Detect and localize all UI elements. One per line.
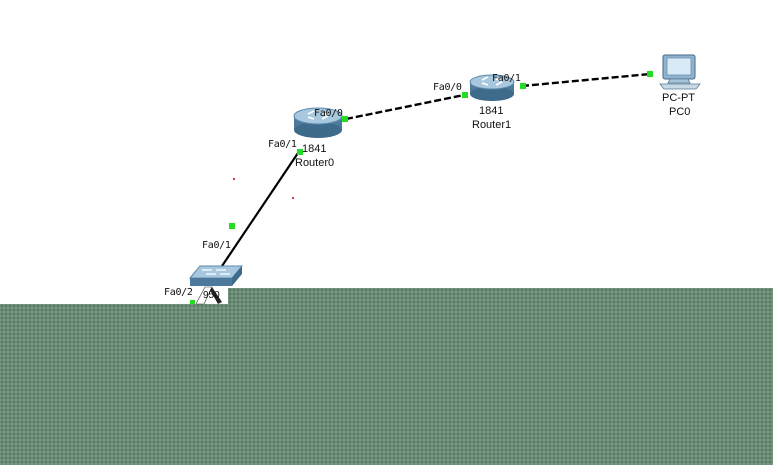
router0-name-label: Router0 bbox=[295, 157, 335, 169]
pc0-name-label: PC0 bbox=[669, 106, 691, 118]
cable-switch0-router0[interactable] bbox=[221, 149, 301, 267]
link-light-router0-fa00 bbox=[342, 116, 348, 122]
router0-port-fa01-label: Fa0/1 bbox=[268, 139, 297, 150]
link-light-pc0 bbox=[647, 71, 653, 77]
router1-port-fa00-label: Fa0/0 bbox=[433, 82, 462, 93]
switch0-model-label: 950 bbox=[203, 290, 220, 301]
pc0-icon[interactable] bbox=[659, 54, 701, 90]
workspace-notch bbox=[0, 288, 228, 304]
switch0-port-fa02-label: Fa0/2 bbox=[164, 287, 193, 298]
router0-model-label: 1841 bbox=[302, 143, 327, 155]
router0-port-fa00-label: Fa0/0 bbox=[314, 108, 343, 119]
router1-port-fa01-label: Fa0/1 bbox=[492, 73, 521, 84]
stray-mark bbox=[292, 197, 294, 199]
link-light-switch0-fa02 bbox=[190, 300, 195, 304]
cable-router1-pc0[interactable] bbox=[521, 72, 651, 88]
link-light-router1-fa00 bbox=[462, 92, 468, 98]
cable-router0-router1[interactable] bbox=[345, 93, 465, 121]
router1-icon[interactable] bbox=[469, 74, 515, 101]
stray-mark bbox=[233, 178, 235, 180]
link-light-router1-fa01 bbox=[520, 83, 526, 89]
switch0-port-fa01-label: Fa0/1 bbox=[202, 240, 231, 251]
link-light-switch0-fa01 bbox=[229, 223, 235, 229]
switch0-icon[interactable] bbox=[188, 265, 244, 305]
pc0-model-label: PC-PT bbox=[662, 92, 695, 104]
router0-icon[interactable] bbox=[293, 107, 343, 138]
router1-model-label: 1841 bbox=[479, 105, 504, 117]
link-light-router0-fa01 bbox=[297, 149, 303, 155]
green-background-area bbox=[0, 288, 773, 465]
router1-name-label: Router1 bbox=[472, 119, 512, 131]
